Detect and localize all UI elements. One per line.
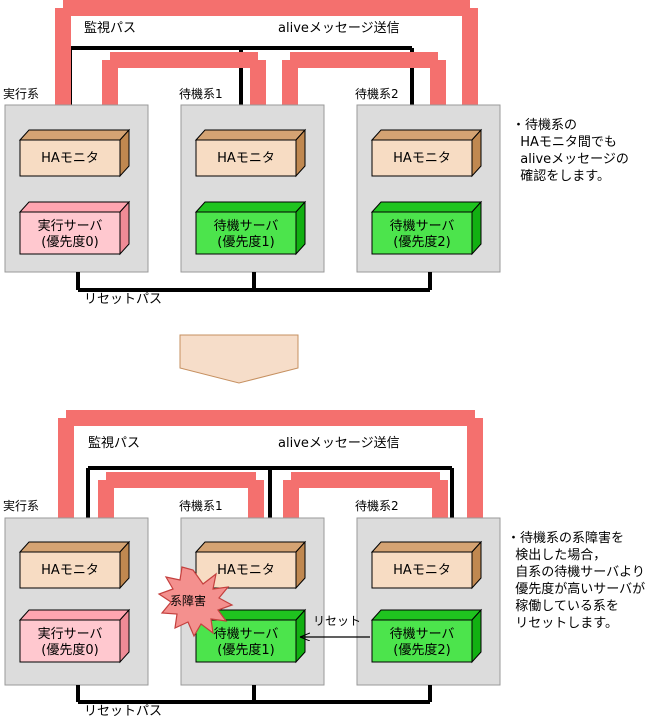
top-server-2 <box>194 200 307 256</box>
system-failure-burst <box>157 566 234 638</box>
bottom-ha-monitor-1 <box>18 540 131 590</box>
top-reset-bus <box>76 272 432 292</box>
bottom-monitor-bus <box>86 466 454 518</box>
top-system-title-1: 実行系 <box>3 87 40 101</box>
bottom-system-title-3: 待機系2 <box>355 499 399 513</box>
bottom-system-title-2: 待機系1 <box>179 499 223 513</box>
annotation-note-2: ・待機系の系障害を 検出した場合， 自系の待機サーバより 優先度が高いサーバが … <box>507 531 646 631</box>
bottom-reset-bus <box>76 685 432 704</box>
bottom-ha-monitor-3 <box>370 540 483 590</box>
bottom-monitor-path-label: 監視パス <box>88 436 141 451</box>
top-server-3 <box>370 200 483 256</box>
top-reset-path-label: リセットパス <box>84 292 163 307</box>
top-monitor-path-label: 監視パス <box>84 21 137 36</box>
top-ha-monitor-1 <box>18 128 131 178</box>
top-server-1 <box>18 200 131 256</box>
reset-arrow-label: リセット <box>313 614 362 628</box>
system-failure-label: 系障害 <box>170 594 207 608</box>
bottom-server-1 <box>18 608 131 664</box>
transition-down-arrow <box>179 334 299 384</box>
bottom-system-title-1: 実行系 <box>3 499 40 513</box>
bottom-server-3 <box>370 608 483 664</box>
annotation-note-1: ・待機系の HAモニタ間でも aliveメッセージの 確認をします。 <box>512 118 629 184</box>
top-system-title-2: 待機系1 <box>179 87 223 101</box>
top-ha-monitor-3 <box>370 128 483 178</box>
top-system-title-3: 待機系2 <box>355 87 399 101</box>
bottom-reset-path-label: リセットパス <box>84 704 163 719</box>
bottom-alive-message-label: aliveメッセージ送信 <box>278 436 400 451</box>
top-ha-monitor-2 <box>194 128 307 178</box>
top-alive-message-label: aliveメッセージ送信 <box>278 21 400 36</box>
